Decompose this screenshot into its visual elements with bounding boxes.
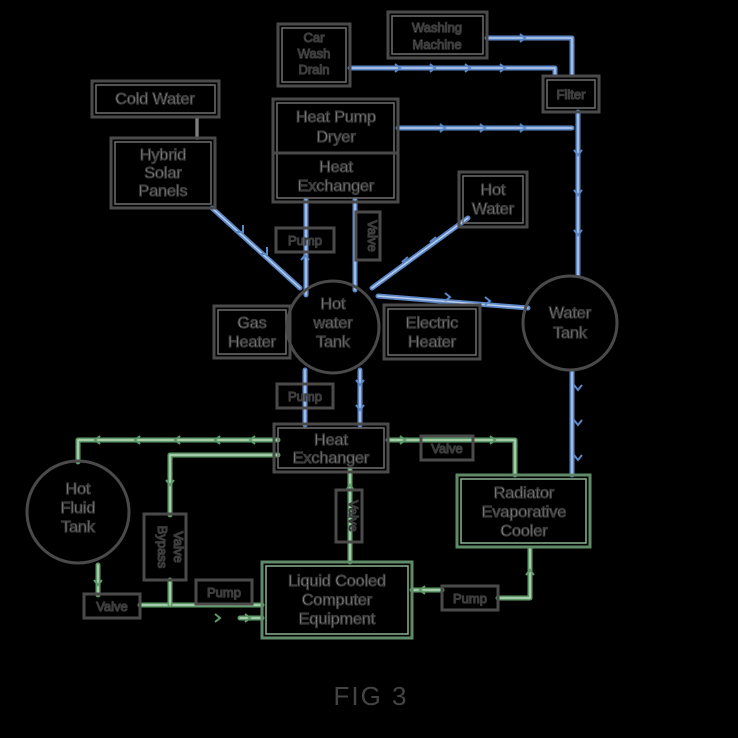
cold-water-label: Cold Water	[115, 91, 195, 108]
electric-heater-node: Electric Heater	[382, 303, 482, 361]
car-wash-drain-line2: Wash	[298, 46, 331, 61]
hot-fluid-tank-node: Hot Fluid Tank	[25, 459, 131, 565]
pump-left-node: Pump	[194, 578, 254, 606]
pump-bottom-right-label: Pump	[453, 591, 487, 606]
car-wash-drain-line1: Car	[304, 30, 326, 45]
filter-node: Filter	[541, 74, 601, 114]
pump-mid-node: Pump	[275, 382, 335, 410]
hot-fluid-tank-line3: Tank	[61, 519, 96, 536]
valve-left-label: Valve	[96, 599, 128, 614]
cold-water-node: Cold Water	[90, 79, 221, 119]
hybrid-solar-panels-node: Hybrid Solar Panels	[109, 136, 217, 210]
radiator-line3: Cooler	[500, 523, 548, 540]
valve-top-node: Valve	[354, 210, 382, 262]
hot-water-line1: Hot	[481, 182, 506, 199]
heat-pump-dryer-node: Heat Pump Dryer Heat Exchanger	[271, 97, 400, 204]
heat-exchanger-mid-line1: Heat	[314, 432, 348, 449]
water-tank-node: Water Tank	[521, 274, 619, 372]
car-wash-drain-node: Car Wash Drain	[276, 22, 352, 88]
electric-heater-line1: Electric	[406, 315, 458, 332]
gas-heater-line1: Gas	[237, 315, 266, 332]
hot-water-tank-node: Hot water Tank	[285, 279, 381, 375]
pump-mid-label: Pump	[288, 389, 322, 404]
pump-left-label: Pump	[207, 585, 241, 600]
electric-heater-line2: Heater	[408, 334, 457, 351]
washing-machine-line2: Machine	[412, 37, 461, 52]
heat-pump-dryer-line1: Heat Pump	[296, 109, 376, 126]
liquid-cooled-line1: Liquid Cooled	[288, 573, 386, 590]
liquid-cooled-computer-node: Liquid Cooled Computer Equipment	[260, 560, 414, 640]
bypass-valve-line2: Valve	[171, 531, 186, 563]
water-tank-line1: Water	[549, 305, 592, 322]
hot-water-tank-line1: Hot	[321, 296, 346, 313]
washing-machine-node: Washing Machine	[386, 10, 489, 60]
heat-exchanger-top-line1: Heat	[319, 159, 353, 176]
liquid-cooled-line3: Equipment	[299, 611, 376, 628]
hot-fluid-tank-line2: Fluid	[61, 500, 96, 517]
pump-bottom-right-node: Pump	[440, 584, 500, 612]
bypass-valve-line1: Bypass	[155, 526, 170, 569]
valve-center-node: Valve	[334, 488, 364, 544]
hot-fluid-tank-line1: Hot	[66, 481, 91, 498]
valve-center-label: Valve	[346, 500, 361, 532]
radiator-line1: Radiator	[494, 485, 555, 502]
valve-top-label: Valve	[365, 220, 380, 252]
blue-flow-arrows	[236, 33, 583, 462]
radiator-line2: Evaporative	[482, 504, 567, 521]
valve-right-node: Valve	[419, 434, 475, 462]
heat-exchanger-mid-node: Heat Exchanger	[272, 422, 390, 474]
green-flow-arrows	[93, 435, 535, 623]
filter-label: Filter	[557, 87, 587, 102]
car-wash-drain-line3: Drain	[298, 62, 329, 77]
radiator-evaporative-cooler-node: Radiator Evaporative Cooler	[455, 473, 592, 549]
washing-machine-line1: Washing	[412, 20, 462, 35]
hot-water-node: Hot Water	[457, 170, 529, 229]
gas-heater-line2: Heater	[228, 334, 277, 351]
hot-water-tank-line2: water	[312, 315, 353, 332]
hot-water-tank-line3: Tank	[316, 334, 351, 351]
valve-left-node: Valve	[82, 592, 142, 620]
heat-exchanger-top-line2: Exchanger	[298, 178, 375, 195]
gas-heater-node: Gas Heater	[212, 304, 292, 360]
hybrid-solar-line2: Solar	[144, 165, 182, 182]
liquid-cooled-line2: Computer	[302, 592, 373, 609]
pump-top-node: Pump	[274, 226, 336, 254]
hot-water-line2: Water	[472, 201, 515, 218]
heat-exchanger-mid-line2: Exchanger	[293, 450, 370, 467]
water-tank-line2: Tank	[553, 325, 588, 342]
figure-label: FIG 3	[333, 681, 408, 711]
pump-top-label: Pump	[288, 233, 322, 248]
hybrid-solar-line1: Hybrid	[140, 147, 186, 164]
hybrid-solar-line3: Panels	[139, 183, 188, 200]
heat-pump-dryer-line2: Dryer	[316, 129, 356, 146]
bypass-valve-node: Bypass Valve	[142, 512, 188, 582]
valve-right-label: Valve	[431, 441, 463, 456]
